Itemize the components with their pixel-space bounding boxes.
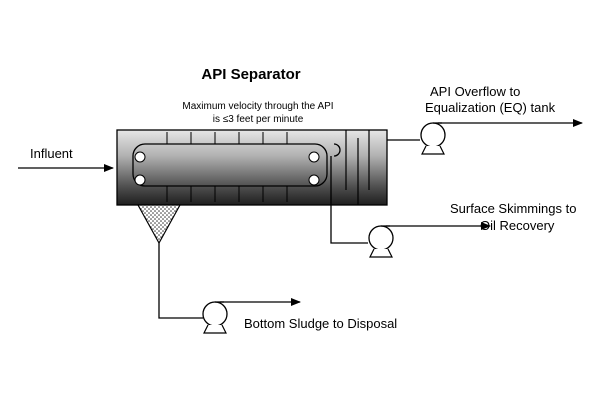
skimmings-pipe <box>330 156 368 244</box>
weir-baffles <box>345 130 370 205</box>
sprocket-icon <box>308 174 320 186</box>
velocity-note-line1: Maximum velocity through the API <box>182 101 333 112</box>
sludge-hopper <box>136 204 182 245</box>
sprocket-icon <box>134 174 146 186</box>
overflow-label-line2: Equalization (EQ) tank <box>425 100 556 115</box>
velocity-note-line2: is ≤3 feet per minute <box>213 114 304 125</box>
skimmings-label-line2: Oil Recovery <box>480 218 555 233</box>
skimmer-pipe-icon <box>333 143 341 157</box>
influent-label: Influent <box>30 146 73 161</box>
pump-icon <box>202 301 228 334</box>
sprocket-icon <box>134 151 146 163</box>
chain-flight-scraper <box>132 143 328 187</box>
sludge-pipe <box>158 243 203 319</box>
separator-tank <box>116 129 388 206</box>
diagram-title: API Separator <box>201 66 300 83</box>
skimmings-label-line1: Surface Skimmings to <box>450 201 576 216</box>
pump-icon <box>420 122 446 155</box>
sludge-label: Bottom Sludge to Disposal <box>244 316 397 331</box>
sprocket-icon <box>308 151 320 163</box>
scraper-flights <box>166 132 288 202</box>
pump-icon <box>368 225 394 258</box>
overflow-label-line1: API Overflow to <box>430 84 520 99</box>
